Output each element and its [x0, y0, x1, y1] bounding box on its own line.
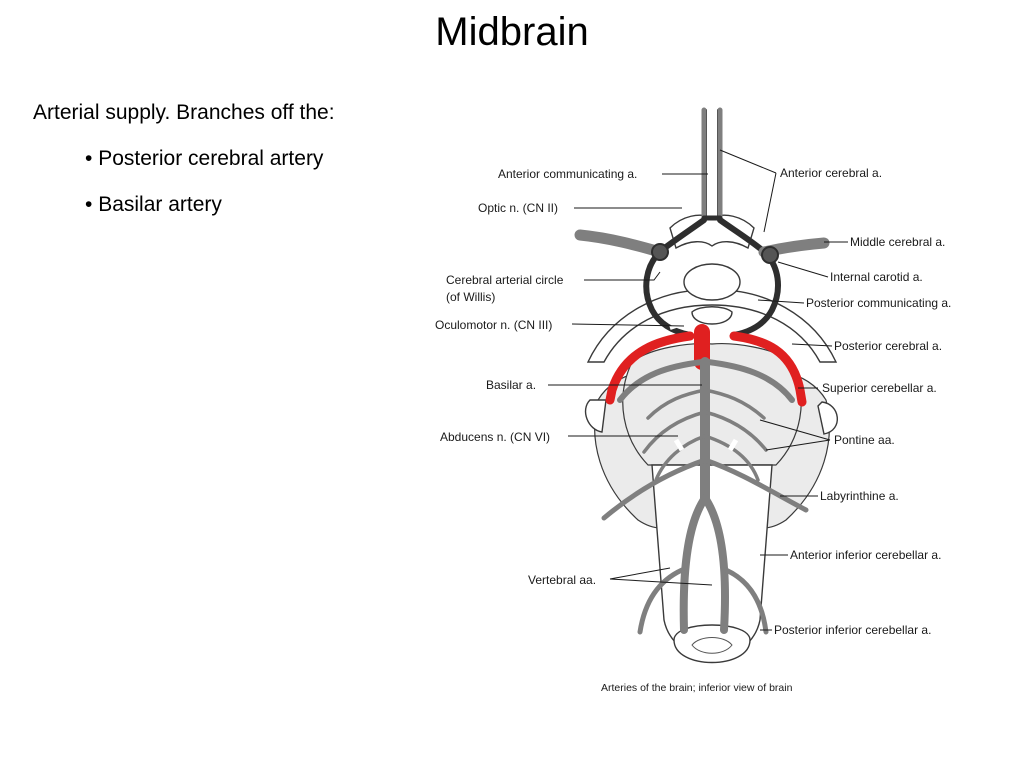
leader-anterior-cerebral: [719, 149, 777, 233]
flocculus-right: [817, 401, 839, 435]
mammillary-bodies: [691, 306, 733, 325]
intro-text: Arterial supply. Branches off the:: [33, 101, 335, 124]
posterior-cerebral-artery-left: [605, 331, 695, 405]
olfactory-tracts: [705, 109, 719, 219]
label-anterior-communicating: Anterior communicating a.: [498, 167, 637, 181]
diagram-labels: Anterior communicating a. Optic n. (CN I…: [435, 166, 951, 694]
label-abducens: Abducens n. (CN VI): [440, 430, 550, 444]
superior-cerebellar-arteries: [617, 359, 795, 403]
label-optic-nerve: Optic n. (CN II): [478, 201, 558, 215]
slide-title: Midbrain: [435, 10, 589, 54]
bullet-text: Basilar artery: [98, 193, 222, 216]
label-pontine: Pontine aa.: [834, 433, 895, 447]
label-internal-carotid: Internal carotid a.: [830, 270, 923, 284]
circle-of-willis-left: [643, 217, 707, 338]
vertebral-arteries: [679, 494, 730, 634]
label-vertebral: Vertebral aa.: [528, 573, 596, 587]
pontine-arteries: [642, 388, 768, 482]
arteries: [574, 107, 830, 635]
posterior-cerebral-artery-right: [729, 331, 807, 407]
leader-vertebral: [609, 567, 713, 586]
leader-posterior-communicating: [757, 299, 805, 304]
label-oculomotor: Oculomotor n. (CN III): [435, 318, 552, 332]
grey-matter: [691, 637, 733, 654]
leader-oculomotor: [571, 323, 685, 327]
label-anterior-inferior-cerebellar: Anterior inferior cerebellar a.: [790, 548, 941, 562]
pituitary-stalk: [683, 263, 741, 301]
posterior-inferior-cerebellar-arteries: [637, 567, 769, 635]
leader-lines: [548, 149, 848, 631]
leader-circle-of-willis: [584, 271, 661, 281]
bullet-basilar: • Basilar artery: [85, 193, 222, 216]
oculomotor-nerve: [669, 320, 689, 330]
label-posterior-inferior-cerebellar: Posterior inferior cerebellar a.: [774, 623, 931, 637]
middle-cerebral-artery-left: [574, 229, 666, 258]
flocculus-left: [584, 399, 607, 433]
leader-pontine: [759, 419, 831, 451]
leader-internal-carotid: [777, 261, 829, 278]
bullet-text: Posterior cerebral artery: [98, 147, 324, 170]
anterior-cerebral-artery: [701, 107, 723, 223]
label-basilar: Basilar a.: [486, 378, 536, 392]
anterior-inferior-cerebellar-arteries: [601, 457, 809, 521]
arterial-supply-diagram: Anterior communicating a. Optic n. (CN I…: [435, 107, 951, 694]
abducens-nerves: [673, 438, 739, 452]
spinal-cord-section: [673, 624, 751, 664]
circle-of-willis-right: [717, 217, 781, 338]
label-labyrinthine: Labyrinthine a.: [820, 489, 899, 503]
leader-posterior-cerebral: [791, 343, 833, 347]
label-cerebral-arterial-circle: Cerebral arterial circle: [446, 273, 564, 287]
label-middle-cerebral: Middle cerebral a.: [850, 235, 945, 249]
label-posterior-cerebral: Posterior cerebral a.: [834, 339, 942, 353]
brain-illustration: [584, 109, 839, 664]
label-of-willis: (of Willis): [446, 290, 495, 304]
label-posterior-communicating: Posterior communicating a.: [806, 296, 951, 310]
diagram-caption: Arteries of the brain; inferior view of …: [601, 682, 793, 694]
bullet-posterior-cerebral: • Posterior cerebral artery: [85, 147, 324, 170]
internal-carotid-left: [651, 243, 669, 261]
label-superior-cerebellar: Superior cerebellar a.: [822, 381, 937, 395]
internal-carotid-right: [761, 246, 779, 264]
label-anterior-cerebral: Anterior cerebral a.: [780, 166, 882, 180]
